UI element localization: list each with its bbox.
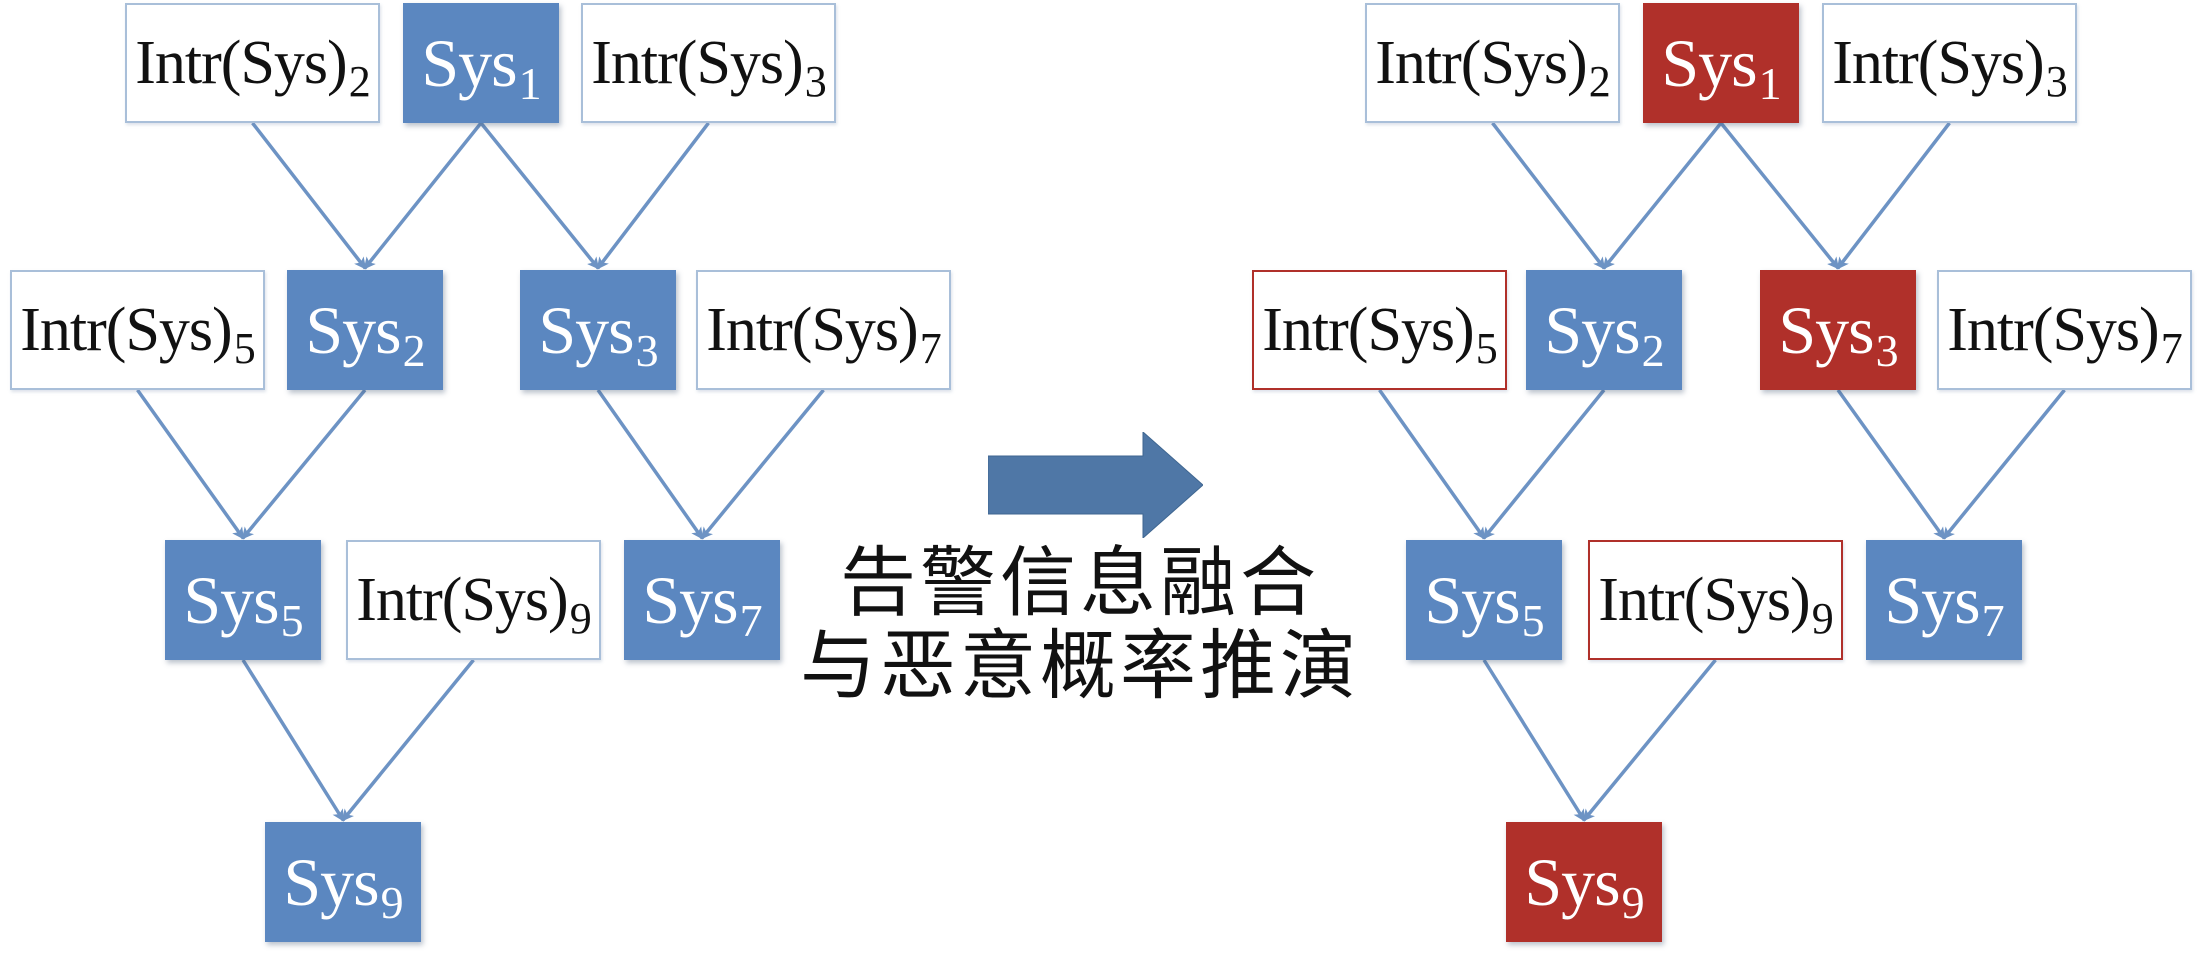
node-label: Sys <box>1544 292 1640 368</box>
after-node-intr5: Intr(Sys)5 <box>1252 270 1507 390</box>
node-label: Sys <box>183 562 279 638</box>
node-label: Intr(Sys) <box>1832 29 2044 97</box>
before-edge-sys1-sys2 <box>363 121 483 270</box>
node-label: Sys <box>1424 562 1520 638</box>
node-label: Intr(Sys) <box>356 566 568 634</box>
node-subscript: 7 <box>2160 323 2183 373</box>
node-subscript: 3 <box>635 324 659 376</box>
node-subscript: 7 <box>1981 594 2005 646</box>
node-label: Intr(Sys) <box>591 29 803 97</box>
before-edge-intr5-sys5 <box>136 388 245 540</box>
node-subscript: 2 <box>1641 324 1665 376</box>
node-subscript: 5 <box>233 323 256 373</box>
after-edge-sys1-sys2 <box>1602 121 1723 270</box>
node-label: Sys <box>1884 562 1980 638</box>
node-subscript: 1 <box>518 57 542 109</box>
node-subscript: 2 <box>402 324 426 376</box>
after-edge-sys3-sys7 <box>1836 388 1946 540</box>
node-label: Sys <box>642 562 738 638</box>
before-edge-intr2-sys2 <box>251 121 367 270</box>
after-edge-sys2-sys5 <box>1482 388 1606 540</box>
node-subscript: 5 <box>1521 594 1545 646</box>
after-node-intr3: Intr(Sys)3 <box>1822 3 2077 123</box>
before-edge-intr9-sys9 <box>341 658 475 822</box>
before-node-intr2: Intr(Sys)2 <box>125 3 380 123</box>
node-label: Sys <box>283 844 379 920</box>
node-subscript: 2 <box>348 56 371 106</box>
before-edge-sys3-sys7 <box>596 388 704 540</box>
node-subscript: 1 <box>1758 57 1782 109</box>
after-edge-sys5-sys9 <box>1482 659 1586 822</box>
node-subscript: 5 <box>1475 323 1498 373</box>
node-subscript: 3 <box>1875 324 1899 376</box>
before-node-intr9: Intr(Sys)9 <box>346 540 601 660</box>
node-label: Intr(Sys) <box>20 296 232 364</box>
node-label: Sys <box>305 292 401 368</box>
node-subscript: 9 <box>1621 876 1645 928</box>
node-label: Intr(Sys) <box>1375 29 1587 97</box>
before-node-intr5: Intr(Sys)5 <box>10 270 265 390</box>
node-label: Intr(Sys) <box>1598 566 1810 634</box>
before-node-intr7: Intr(Sys)7 <box>696 270 951 390</box>
after-edge-intr9-sys9 <box>1582 658 1717 822</box>
node-subscript: 7 <box>739 594 763 646</box>
node-label: Sys <box>1778 292 1874 368</box>
node-subscript: 3 <box>2045 56 2068 106</box>
node-label: Sys <box>1524 844 1620 920</box>
after-node-intr7: Intr(Sys)7 <box>1937 270 2192 390</box>
after-edge-intr7-sys7 <box>1942 388 2066 540</box>
node-label: Intr(Sys) <box>1262 296 1474 364</box>
node-subscript: 7 <box>919 323 942 373</box>
after-edge-sys1-sys3 <box>1719 121 1840 270</box>
node-label: Sys <box>538 292 634 368</box>
before-edge-sys2-sys5 <box>241 388 367 540</box>
node-label: Intr(Sys) <box>1947 296 2159 364</box>
transition-arrow-icon <box>988 432 1203 538</box>
node-label: Intr(Sys) <box>135 29 347 97</box>
node-label: Intr(Sys) <box>706 296 918 364</box>
node-subscript: 5 <box>280 594 304 646</box>
node-subscript: 2 <box>1588 56 1611 106</box>
after-edge-intr3-sys3 <box>1836 121 1951 270</box>
before-edge-intr7-sys7 <box>700 388 825 540</box>
node-subscript: 3 <box>804 56 827 106</box>
after-node-intr9: Intr(Sys)9 <box>1588 540 1843 660</box>
after-edge-intr2-sys2 <box>1491 121 1606 270</box>
after-edge-intr5-sys5 <box>1378 388 1486 540</box>
node-subscript: 9 <box>569 593 592 643</box>
before-edge-intr3-sys3 <box>596 121 710 270</box>
node-subscript: 9 <box>1811 593 1834 643</box>
node-label: Sys <box>1661 25 1757 101</box>
node-label: Sys <box>421 25 517 101</box>
before-edge-sys5-sys9 <box>241 659 345 822</box>
before-node-intr3: Intr(Sys)3 <box>581 3 836 123</box>
caption-line-2: 与恶意概率推演 <box>800 621 1360 710</box>
caption-line-1: 告警信息融合 <box>840 538 1320 627</box>
before-edge-sys1-sys3 <box>479 121 600 270</box>
after-node-intr2: Intr(Sys)2 <box>1365 3 1620 123</box>
node-subscript: 9 <box>380 876 404 928</box>
